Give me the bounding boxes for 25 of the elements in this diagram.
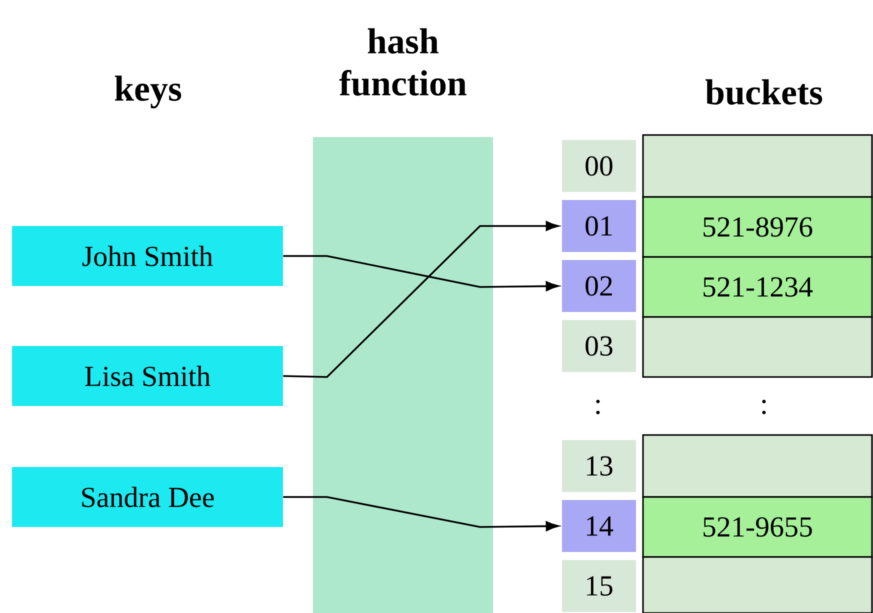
index-cell: 14 — [562, 500, 636, 552]
index-cell: 00 — [562, 140, 636, 192]
index-cell: 13 — [562, 440, 636, 492]
index-cell: 03 — [562, 320, 636, 372]
key-box: Lisa Smith — [12, 346, 283, 406]
ellipsis: : — [596, 400, 600, 414]
arrow — [283, 255, 559, 292]
bucket-entry — [642, 556, 873, 613]
bucket-entry — [642, 134, 873, 198]
arrow — [283, 221, 559, 378]
ellipsis: : — [762, 400, 766, 414]
bucket-entry: 521-8976 — [642, 196, 873, 258]
index-cell: 02 — [562, 260, 636, 312]
column-heading: keys — [114, 76, 182, 108]
bucket-entry: 521-1234 — [642, 256, 873, 318]
bucket-entry: 521-9655 — [642, 496, 873, 558]
bucket-entry — [642, 316, 873, 378]
key-box: John Smith — [12, 226, 283, 286]
key-box: Sandra Dee — [12, 467, 283, 527]
arrow — [283, 496, 559, 532]
column-heading: buckets — [705, 79, 822, 105]
column-heading: hash function — [339, 28, 466, 96]
index-cell: 15 — [562, 560, 636, 612]
index-cell: 01 — [562, 200, 636, 252]
bucket-entry — [642, 434, 873, 498]
